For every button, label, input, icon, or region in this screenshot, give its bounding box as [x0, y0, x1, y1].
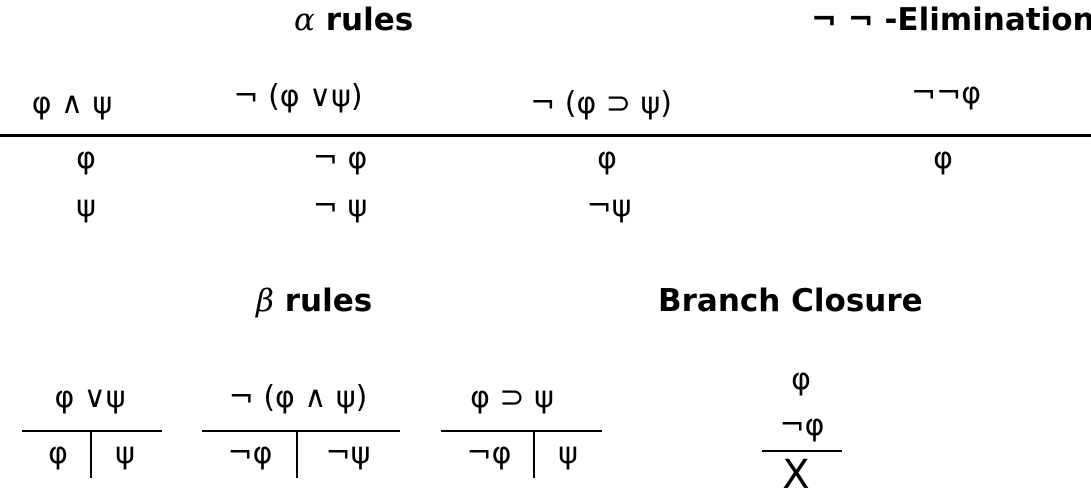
alpha-rule-2-premise: ¬ (φ ∨ψ)	[233, 79, 363, 114]
branch-closure-title: Branch Closure	[658, 283, 923, 319]
alpha-rule-3-result-2: ¬ψ	[586, 189, 632, 224]
beta-rule-1-left: φ	[48, 436, 68, 471]
alpha-rule-3-result-1: φ	[597, 141, 617, 176]
closure-line-1: φ	[791, 362, 811, 397]
beta-rule-1-premise: φ ∨ψ	[54, 380, 126, 415]
beta-rule-2-right: ¬ψ	[325, 436, 371, 471]
beta-rule-3-split	[533, 432, 535, 478]
beta-rule-1-line	[22, 430, 162, 432]
beta-rule-1-right: ψ	[115, 436, 135, 471]
beta-symbol: β	[256, 283, 274, 319]
alpha-title-text: rules	[325, 2, 414, 38]
alpha-rule-1-premise: φ ∧ ψ	[31, 86, 113, 121]
alpha-rules-divider	[0, 134, 1091, 137]
alpha-rules-title: α rules	[294, 2, 413, 38]
closure-line-2: ¬φ	[779, 408, 825, 443]
double-negation-title: ¬ ¬ -Elimination	[811, 2, 1091, 38]
beta-rule-2-split	[296, 432, 298, 478]
beta-rule-3-right: ψ	[558, 436, 578, 471]
beta-rule-3-premise: φ ⊃ ψ	[470, 380, 554, 415]
alpha-rule-1-result-1: φ	[76, 141, 96, 176]
double-negation-premise: ¬¬φ	[910, 76, 982, 111]
beta-rule-3-line	[441, 430, 602, 432]
alpha-rule-2-result-1: ¬ φ	[312, 141, 368, 176]
beta-rules-title: β rules	[256, 283, 372, 319]
double-negation-result: φ	[933, 141, 953, 176]
beta-rule-1-split	[90, 432, 92, 478]
beta-title-text: rules	[284, 283, 373, 319]
closure-x-mark: X	[782, 452, 810, 498]
beta-rule-3-left: ¬φ	[466, 436, 512, 471]
alpha-rule-1-result-2: ψ	[76, 189, 96, 224]
beta-rule-2-left: ¬φ	[227, 436, 273, 471]
closure-line	[762, 450, 842, 452]
beta-rule-2-line	[202, 430, 400, 432]
beta-rule-2-premise: ¬ (φ ∧ ψ)	[228, 380, 368, 415]
alpha-symbol: α	[294, 2, 315, 38]
alpha-rule-2-result-2: ¬ ψ	[312, 189, 368, 224]
alpha-rule-3-premise: ¬ (φ ⊃ ψ)	[530, 86, 672, 121]
